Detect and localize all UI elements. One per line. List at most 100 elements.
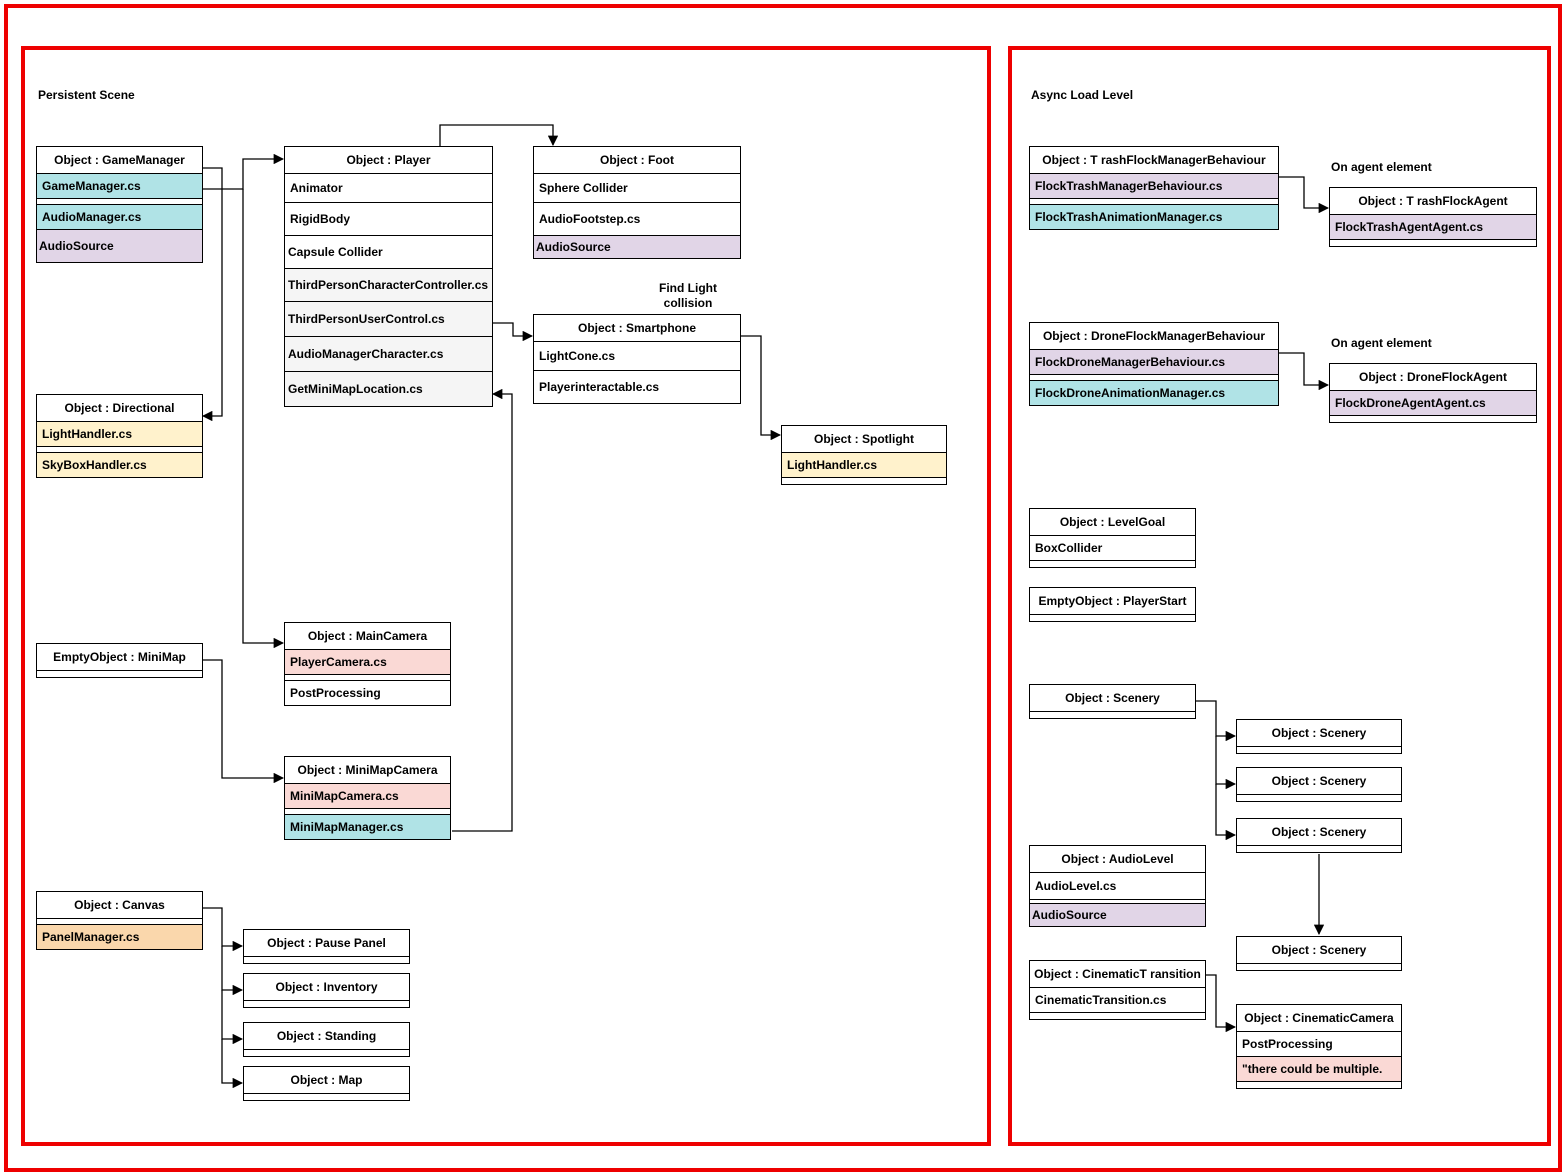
audiolevel-title: Object : AudioLevel	[1030, 846, 1205, 873]
canvas-title: Object : Canvas	[37, 892, 202, 919]
cinematic-transition-title: Object : CinematicT ransition	[1030, 961, 1205, 988]
separator	[1030, 561, 1195, 567]
box-spotlight: Object : Spotlight LightHandler.cs	[781, 425, 947, 485]
spotlight-title: Object : Spotlight	[782, 426, 946, 453]
map-title: Object : Map	[244, 1067, 409, 1094]
box-minimap: EmptyObject : MiniMap	[36, 643, 203, 678]
edge-dronemanager-droneagent	[1279, 352, 1330, 391]
separator	[244, 1050, 409, 1056]
boxcollider-component: BoxCollider	[1030, 536, 1195, 561]
cinematic-transition-script: CinematicTransition.cs	[1030, 988, 1205, 1013]
box-drone-flock-agent: Object : DroneFlockAgent FlockDroneAgent…	[1329, 363, 1537, 423]
minimap-title: EmptyObject : MiniMap	[37, 644, 202, 671]
foot-audiosource-component: AudioSource	[534, 236, 740, 258]
flock-trash-manager-behaviour-script: FlockTrashManagerBehaviour.cs	[1030, 174, 1278, 199]
edge-gamemanager-maincamera	[242, 189, 285, 649]
edge-canvas-map	[221, 1039, 244, 1089]
box-playerstart: EmptyObject : PlayerStart	[1029, 587, 1196, 622]
box-scenery-3: Object : Scenery	[1236, 818, 1402, 853]
standing-title: Object : Standing	[244, 1023, 409, 1050]
scenery-2-title: Object : Scenery	[1237, 768, 1401, 795]
edge-trashmanager-trashagent	[1279, 176, 1330, 214]
separator	[1030, 712, 1195, 718]
box-trash-flock-agent: Object : T rashFlockAgent FlockTrashAgen…	[1329, 187, 1537, 247]
pausepanel-title: Object : Pause Panel	[244, 930, 409, 957]
edge-canvas-inventory	[221, 946, 244, 996]
box-cinematic-camera: Object : CinematicCamera PostProcessing …	[1236, 1004, 1402, 1089]
player-title: Object : Player	[285, 147, 492, 174]
separator	[37, 447, 202, 453]
lighthandler-script: LightHandler.cs	[37, 422, 202, 447]
trash-flock-agent-title: Object : T rashFlockAgent	[1330, 188, 1536, 215]
directional-title: Object : Directional	[37, 395, 202, 422]
skyboxhandler-script: SkyBoxHandler.cs	[37, 453, 202, 477]
find-light-note-line-1: Find Light	[659, 281, 717, 295]
separator	[1030, 375, 1278, 381]
edge-scenery-scenery3	[1215, 784, 1237, 841]
postprocessing-component: PostProcessing	[290, 686, 381, 700]
separator	[1237, 795, 1401, 801]
spotlight-lighthandler-script: LightHandler.cs	[782, 453, 946, 478]
separator	[1030, 615, 1195, 621]
smartphone-title: Object : Smartphone	[534, 315, 740, 342]
find-light-note: Find Light collision	[640, 281, 736, 311]
separator	[1237, 846, 1401, 852]
edge-gamemanager-player	[203, 153, 285, 190]
audiomanager-script: AudioManager.cs	[37, 205, 202, 230]
minimapmanager-script: MiniMapManager.cs	[285, 815, 450, 839]
async-load-level-frame	[1008, 46, 1551, 1146]
box-map: Object : Map	[243, 1066, 410, 1101]
multiple-cameras-note: "there could be multiple.	[1237, 1057, 1401, 1082]
separator	[1030, 900, 1205, 904]
audiolevel-audiosource-component: AudioSource	[1030, 904, 1205, 926]
separator	[244, 957, 409, 963]
scenery-root-title: Object : Scenery	[1030, 685, 1195, 712]
edge-scenery-scenery2	[1215, 736, 1237, 790]
box-drone-flock-manager: Object : DroneFlockManagerBehaviour Floc…	[1029, 322, 1279, 406]
separator	[1237, 747, 1401, 753]
drone-flock-agent-title: Object : DroneFlockAgent	[1330, 364, 1536, 391]
box-standing: Object : Standing	[243, 1022, 410, 1057]
edge-gamemanager-directional	[201, 167, 223, 422]
edge-canvas-standing	[221, 990, 244, 1045]
audiomanager-character-script: AudioManagerCharacter.cs	[285, 337, 492, 372]
lightcone-script: LightCone.cs	[534, 342, 740, 371]
rigidbody-component: RigidBody	[285, 203, 492, 236]
flock-drone-manager-behaviour-script: FlockDroneManagerBehaviour.cs	[1030, 350, 1278, 375]
separator	[244, 1094, 409, 1100]
box-player: Object : Player Animator RigidBody Capsu…	[284, 146, 493, 407]
audiolevel-script: AudioLevel.cs	[1030, 873, 1205, 900]
thirdperson-character-controller-script: ThirdPersonCharacterController.cs	[285, 269, 492, 302]
drone-flock-manager-title: Object : DroneFlockManagerBehaviour	[1030, 323, 1278, 350]
separator	[285, 675, 450, 681]
box-pausepanel: Object : Pause Panel	[243, 929, 410, 964]
gamemanager-title: Object : GameManager	[37, 147, 202, 174]
box-inventory: Object : Inventory	[243, 973, 410, 1008]
minimapcamera-script: MiniMapCamera.cs	[285, 784, 450, 809]
separator	[1030, 199, 1278, 205]
minimapcamera-title: Object : MiniMapCamera	[285, 757, 450, 784]
gamemanager-script: GameManager.cs	[37, 174, 202, 199]
box-foot: Object : Foot Sphere Collider AudioFoots…	[533, 146, 741, 259]
find-light-note-line-2: collision	[663, 296, 713, 310]
edge-smartphone-spotlight	[741, 335, 782, 441]
box-levelgoal: Object : LevelGoal BoxCollider	[1029, 508, 1196, 568]
flock-trash-animation-manager-script: FlockTrashAnimationManager.cs	[1030, 205, 1278, 229]
separator	[285, 809, 450, 815]
cinematic-camera-title: Object : CinematicCamera	[1237, 1005, 1401, 1032]
on-agent-element-note-1: On agent element	[1331, 160, 1432, 174]
separator	[1330, 240, 1536, 246]
flock-drone-agent-script: FlockDroneAgentAgent.cs	[1330, 391, 1536, 416]
box-scenery-1: Object : Scenery	[1236, 719, 1402, 754]
box-scenery-root: Object : Scenery	[1029, 684, 1196, 719]
playercamera-script: PlayerCamera.cs	[285, 650, 450, 675]
capsule-collider-component: Capsule Collider	[285, 236, 492, 269]
box-gamemanager: Object : GameManager GameManager.cs Audi…	[36, 146, 203, 263]
audiofootstep-script: AudioFootstep.cs	[534, 203, 740, 236]
edge-scenery-scenery1	[1196, 700, 1237, 742]
persistent-scene-title: Persistent Scene	[38, 88, 135, 102]
box-cinematic-transition: Object : CinematicT ransition CinematicT…	[1029, 960, 1206, 1020]
box-scenery-4: Object : Scenery	[1236, 936, 1402, 971]
edge-minimapmanager-player	[452, 388, 513, 832]
